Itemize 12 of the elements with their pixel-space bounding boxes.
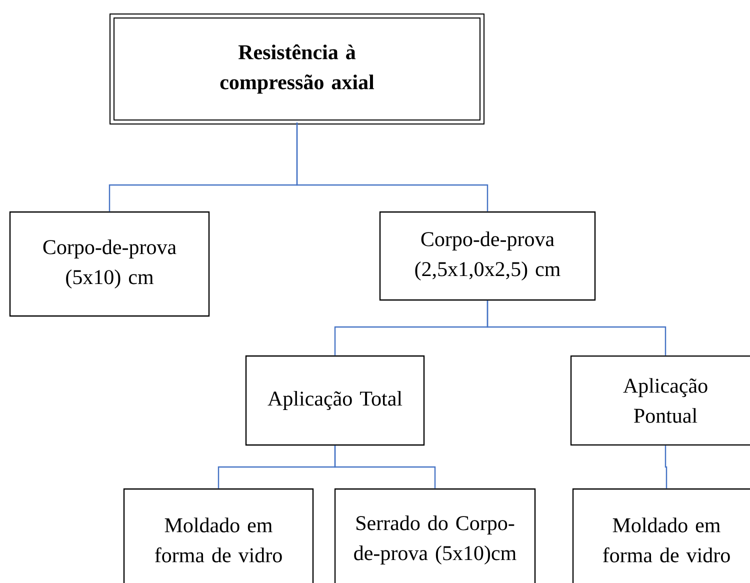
process-box: Corpo-de-prova (2,5x1,0x2,5) cm	[379, 211, 596, 301]
process-box: Aplicação Pontual	[570, 355, 750, 446]
process-box: Moldado em forma de vidro	[572, 488, 750, 583]
connector	[296, 122, 488, 212]
connector	[334, 446, 436, 488]
connector	[486, 300, 666, 356]
title-box: Resistência à compressão axial	[110, 14, 484, 124]
process-box: Corpo-de-prova (5x10) cm	[9, 211, 210, 317]
process-box: Serrado do Corpo-de-prova (5x10)cm	[334, 488, 536, 583]
process-box: Moldado em forma de vidro	[123, 488, 314, 583]
process-box: Aplicação Total	[245, 355, 425, 446]
connector	[664, 446, 668, 488]
